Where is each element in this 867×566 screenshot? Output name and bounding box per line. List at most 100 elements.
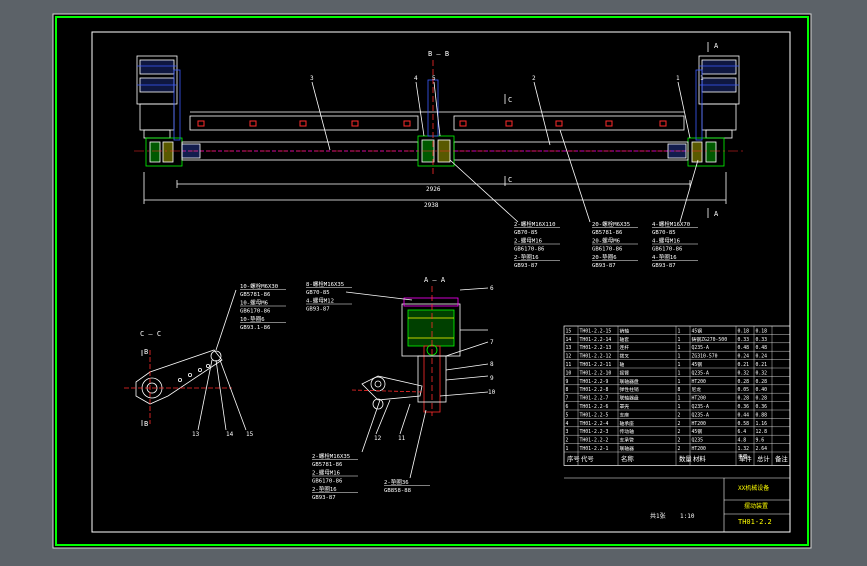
bom-cell: Q235-A (692, 404, 709, 410)
callout-line: GB93-87 (514, 263, 538, 269)
balloon-part-2: 2 (532, 75, 536, 82)
callout-line: 2-垫圈16 (514, 253, 539, 261)
balloon-part-12: 12 (374, 435, 382, 442)
bom-cell: 0.48 (756, 345, 768, 351)
callout-line: GB93.1-86 (240, 325, 270, 331)
bom-cell: 6.4 (738, 429, 747, 435)
callout-group-3: 4-螺栓M16X70GB70-854-螺母M16GB6170-864-垫圈16G… (652, 220, 698, 269)
bom-cell: ZG310-570 (692, 354, 718, 360)
left-support-beam (189, 115, 419, 131)
bom-cell: 铸钢ZG270-500 (692, 336, 728, 343)
balloon-part-4: 4 (414, 75, 418, 82)
bom-cell: TH01-2.2-4 (580, 421, 609, 427)
balloon-part-15: 15 (246, 431, 254, 438)
callout-line: GB93-87 (652, 263, 676, 269)
bom-cell: 0.21 (738, 362, 750, 368)
bom-cell: TH01-2.2-1 (580, 446, 609, 452)
balloon-part-14: 14 (226, 431, 234, 438)
bom-cell: 0.28 (756, 396, 768, 402)
bom-cell: 支承管 (620, 437, 635, 444)
bom-cell: 7 (566, 396, 569, 402)
bom-cell: 1 (678, 337, 681, 343)
bom-cell: 0.36 (738, 404, 750, 410)
bom-cell: 传动轴 (620, 428, 635, 435)
bom-cell: 2 (678, 438, 681, 444)
fastener-callouts: 2-螺栓M16X110GB70-852-螺母M16GB6170-862-垫圈16… (240, 220, 698, 501)
bom-cell: 45钢 (692, 361, 703, 368)
callout-line: 4-螺栓M16X70 (652, 220, 690, 228)
callout-line: 4-螺母M12 (306, 296, 334, 304)
bom-cell: 0.40 (756, 387, 768, 393)
annotations: B — B A — A C — C A A C C B B 1 2 3 4 5 … (140, 42, 719, 442)
callout-line: 20-螺栓M6X35 (592, 220, 630, 228)
callout-line: GB93-87 (312, 495, 336, 501)
bom-cell: HT200 (692, 446, 707, 452)
section-a-a-view (345, 286, 489, 479)
callout-line: GB858-88 (384, 488, 412, 494)
callout-line: GB6170-86 (240, 309, 270, 315)
bom-cell: 销轴 (620, 327, 630, 334)
bom-cell: 0.48 (738, 345, 750, 351)
bom-cell: 联轴器盘 (620, 395, 639, 402)
callout-group-2: 20-螺栓M6X35GB5781-8620-螺母M6GB6170-8620-垫圈… (592, 220, 638, 269)
bom-cell: 0.32 (756, 370, 768, 376)
bom-cell: 8 (566, 387, 569, 393)
balloon-part-8: 8 (490, 361, 494, 368)
bom-cell: 摇臂 (620, 369, 630, 376)
bom-cell: TH01-2.2-3 (580, 429, 609, 435)
bom-cell: TH01-2.2-6 (580, 404, 609, 410)
callout-line: 8-螺栓M16X35 (306, 280, 344, 288)
bom-cell: 0.33 (756, 337, 768, 343)
callout-group-4: 10-螺栓M6X30GB5781-8610-螺母M6GB6170-8610-垫圈… (240, 282, 286, 331)
bom-cell: 10 (566, 370, 572, 376)
callout-line: GB70-85 (306, 290, 330, 296)
bom-cell: 1 (678, 396, 681, 402)
bom-cell: 1 (678, 328, 681, 334)
bom-cell: 11 (566, 362, 572, 368)
bom-cell: 0.24 (756, 354, 768, 360)
bom-cell: 尼龙 (692, 386, 702, 393)
bom-cell: 1 (678, 370, 681, 376)
bom-cell: 0.44 (738, 412, 750, 418)
label-b-top: B (144, 348, 148, 356)
bom-cell: 0.18 (756, 328, 768, 334)
bom-cell: 2 (678, 412, 681, 418)
callout-group-1: 2-螺栓M16X110GB70-852-螺母M16GB6170-862-垫圈16… (514, 220, 560, 269)
bom-cell: TH01-2.2-7 (580, 396, 609, 402)
callout-line: 10-螺栓M6X30 (240, 282, 278, 290)
callout-line: 2-螺母M16 (514, 236, 542, 244)
balloon-part-10: 10 (488, 389, 496, 396)
bom-cell: Q235 (692, 438, 704, 444)
bom-cell: 连杆 (620, 344, 630, 351)
main-elevation-view (134, 42, 744, 223)
bom-cell: 1 (566, 446, 569, 452)
bom-cell: 2 (566, 438, 569, 444)
bom-cell: TH01-2.2-12 (580, 354, 612, 360)
bom-cell: Q235-A (692, 412, 709, 418)
bom-cell: 1 (678, 354, 681, 360)
balloon-part-1-right: 1 (700, 75, 704, 82)
bom-cell: TH01-2.2-8 (580, 387, 609, 393)
callout-line: GB93-87 (592, 263, 616, 269)
right-support-beam (453, 115, 685, 131)
bom-cell: TH01-2.2-11 (580, 362, 612, 368)
title-block-text: XX机械设备 摆动装置 TH01-2.2 1:10 共1张 (650, 484, 772, 526)
bom-cell: 4.8 (738, 438, 747, 444)
callout-line: GB5781-86 (312, 462, 342, 468)
bom-cell: 0.18 (738, 328, 750, 334)
callout-line: GB5781-86 (240, 292, 270, 298)
callout-line: GB6170-86 (514, 247, 544, 253)
bom-cell: 5 (566, 412, 569, 418)
callout-line: 4-垫圈16 (652, 253, 677, 261)
callout-line: 10-垫圈6 (240, 315, 265, 323)
callout-line: GB93-87 (306, 307, 330, 313)
bom-cell: HT200 (692, 396, 707, 402)
bom-cell: 拨叉 (620, 353, 630, 360)
bom-cell: 1 (678, 379, 681, 385)
balloon-part-6: 6 (490, 285, 494, 292)
bom-cell: 0.21 (756, 362, 768, 368)
green-frame (55, 16, 809, 546)
